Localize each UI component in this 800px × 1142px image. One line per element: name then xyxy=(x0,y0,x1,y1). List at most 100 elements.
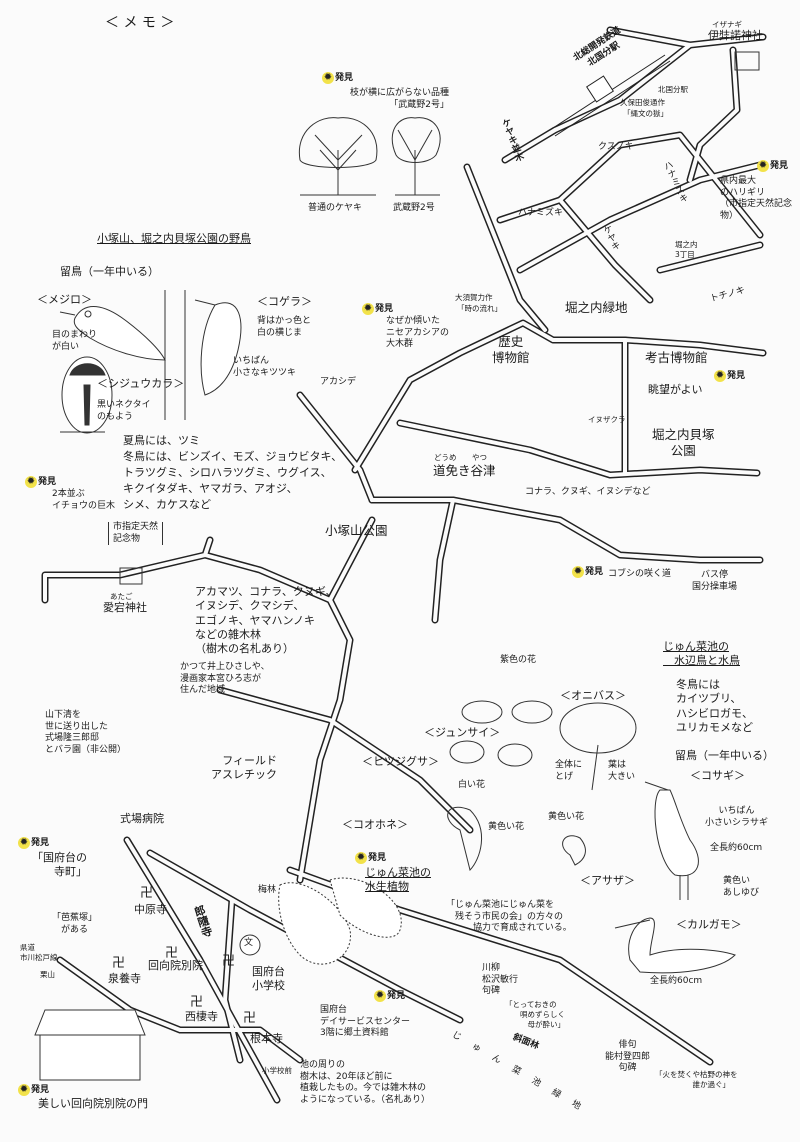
temple-icon: 卍 xyxy=(222,954,235,969)
road xyxy=(558,133,762,237)
tree-musashino-label: 武蔵野2号 xyxy=(393,203,435,213)
mejiro-note: 目のまわり が白い xyxy=(52,330,98,352)
shell-mound-park-label[interactable]: 堀之内貝塚 公園 xyxy=(652,427,715,459)
archaeology-museum-label[interactable]: 考古博物館 xyxy=(645,350,708,365)
railway-track xyxy=(549,54,671,137)
izanagi-shrine-label: 伊弉諾神社 xyxy=(708,29,763,42)
karugamo-label: ＜カルガモ＞ xyxy=(676,918,742,931)
purple-flower-label: 紫色の花 xyxy=(500,655,537,665)
discovery-badge: ✹発見 xyxy=(355,852,387,864)
road xyxy=(465,165,547,332)
kita-kokubun-bus-stop[interactable]: 北国分駅 xyxy=(658,85,688,94)
discovery-badge: ✹発見 xyxy=(362,303,394,315)
discovery-badge: ✹発見 xyxy=(18,1084,50,1096)
big-leaves-note: 葉は 大きい xyxy=(608,760,636,782)
field-athletic-label[interactable]: フィールド アスレチック xyxy=(211,754,277,782)
discovery-badge: ✹発見 xyxy=(25,476,57,488)
shikiba-hospital-label: 式場病院 xyxy=(120,812,164,825)
road xyxy=(370,498,762,562)
road xyxy=(518,163,762,272)
discovery-badge: ✹発見 xyxy=(322,72,354,84)
ekoin-gate xyxy=(34,1009,146,1081)
kozukayama-park-label[interactable]: 小塚山公園 xyxy=(325,523,388,538)
ekoin-temple[interactable]: 回向院別院 xyxy=(148,959,203,972)
school-label[interactable]: 国府台 小学校 xyxy=(252,965,285,993)
kubota-work: 「縄文の獄」 xyxy=(623,109,668,118)
road xyxy=(298,598,352,882)
history-museum-label[interactable]: 歴史 博物館 xyxy=(492,334,530,366)
doume-yatsu-label: 道免き谷津 xyxy=(433,463,496,478)
road xyxy=(41,536,214,604)
school-mark-circle xyxy=(239,934,261,956)
nakahara-temple[interactable]: 中原寺 xyxy=(134,903,167,916)
kosagi-illustration xyxy=(644,781,699,900)
horinouchi-ryokuchi-label: 堀之内緑地 xyxy=(565,300,628,315)
tree-normal-label: 普通のケヤキ xyxy=(308,203,363,213)
star-icon: ✹ xyxy=(757,160,769,172)
star-icon: ✹ xyxy=(355,852,367,864)
kogera-label: ＜コゲラ＞ xyxy=(257,295,312,308)
basho-mound-note: 「芭蕉塚」 がある xyxy=(52,913,98,935)
road xyxy=(223,898,242,1062)
musashino-note: 枝が横に広がらない品種 「武蔵野2号」 xyxy=(350,88,450,110)
ginkgo-label: 2本並ぶ イチョウの巨木 xyxy=(52,489,116,511)
harigiri-label: 県内最大 のハリギリ （市指定天然記念物） xyxy=(720,176,793,222)
road xyxy=(203,518,374,602)
mejiro-label: ＜メジロ＞ xyxy=(37,293,92,306)
asaza-label: ＜アサザ＞ xyxy=(580,874,635,887)
temple-icon: 卍 xyxy=(165,946,178,961)
road xyxy=(298,393,374,502)
atago-ruby: あたご xyxy=(110,592,133,601)
yellow-flower-label-2: 黄色い花 xyxy=(548,812,585,822)
kogera-note-color: 背はかっ色と 白の横じま xyxy=(257,316,312,338)
kuriyama-bus-stop[interactable]: 栗山 xyxy=(40,970,55,979)
star-icon: ✹ xyxy=(572,566,584,578)
ekoin-gate-label: 美しい回向院別院の門 xyxy=(38,1097,148,1110)
seasonal-birds-text: 夏鳥には、ツミ 冬鳥には、ビンズイ、モズ、ジョウビタキ、 トラツグミ、シロハラツ… xyxy=(123,434,343,511)
kobushi-road-label: コブシの咲く道 xyxy=(608,569,672,579)
star-icon: ✹ xyxy=(25,476,37,488)
temple-icon: 卍 xyxy=(112,956,125,971)
atago-shrine-label: 愛宕神社 xyxy=(103,601,147,614)
day-service-center-label[interactable]: 国府台 デイサービスセンター 3階に郷土資料館 xyxy=(320,1005,411,1039)
hitsujigusa-label: ＜ヒツジグサ＞ xyxy=(362,755,439,768)
temple-icon: 卍 xyxy=(243,1011,256,1026)
trees-note: コナラ、クヌギ、イヌシデなど xyxy=(525,487,651,497)
kogera-illustration xyxy=(164,290,242,420)
resident-waterbirds-label: 留鳥（一年中いる） xyxy=(675,749,774,762)
waterbirds-title: じゅん菜池の 水辺鳥と水鳥 xyxy=(663,640,740,668)
keyaki-tree-normal xyxy=(298,117,378,196)
horinouchi-bus-stop[interactable]: 堀之内 3丁目 xyxy=(675,240,698,259)
doume-ruby: どうめ xyxy=(434,453,457,462)
sairen-temple[interactable]: 西棲寺 xyxy=(185,1010,218,1023)
citizens-note: 「じゅん菜池にじゅん菜を 残そう市民の会」の方々の 協力で育成されている。 xyxy=(446,900,572,934)
discovery-badge: ✹発見 xyxy=(18,837,50,849)
osuga-artist: 大須賀力作 xyxy=(455,293,493,302)
inuzakura-label: イヌザクラ xyxy=(588,415,626,424)
shikiba-residence-text: 山下清を 世に送り出した 式場隆三郎邸 とバラ園（非公開） xyxy=(45,710,127,756)
road xyxy=(368,496,764,564)
star-icon: ✹ xyxy=(374,990,386,1002)
memo-heading: ＜ メ モ ＞ xyxy=(105,15,175,31)
pond-trees-note: 池の周りの 樹木は、20年ほど前に 植栽したもの。今では雑木林の ようになってい… xyxy=(300,1060,431,1106)
senryu-poem: 「とっておきの 唄めずらしく 母が酔い」 xyxy=(505,1000,565,1029)
white-flower-label: 白い花 xyxy=(458,780,486,790)
discovery-badge: ✹発見 xyxy=(374,990,406,1002)
akashide-label: アカシデ xyxy=(320,377,357,387)
kouhone-label: ＜コオホネ＞ xyxy=(342,818,408,831)
bus-stop-label[interactable]: バス停 国分操車場 xyxy=(692,570,738,592)
shijukara-illustration xyxy=(60,356,113,434)
hanamizuki-label: ハナミズキ xyxy=(518,208,564,218)
star-icon: ✹ xyxy=(322,72,334,84)
birds-title: 小塚山、堀之内貝塚公園の野鳥 xyxy=(97,232,251,245)
star-icon: ✹ xyxy=(18,837,30,849)
discovery-badge: ✹発見 xyxy=(757,160,789,172)
yellow-flower-label: 黄色い花 xyxy=(488,822,525,832)
roads xyxy=(41,26,767,1104)
haiku-monument-label: 俳句 能村登四郎 句碑 xyxy=(605,1040,651,1074)
karugamo-illustration xyxy=(614,917,736,974)
konpon-temple[interactable]: 根本寺 xyxy=(250,1032,283,1045)
star-icon: ✹ xyxy=(714,370,726,382)
senyo-temple[interactable]: 泉養寺 xyxy=(108,972,141,985)
school-front-bus-stop[interactable]: 小学校前 xyxy=(262,1066,292,1075)
